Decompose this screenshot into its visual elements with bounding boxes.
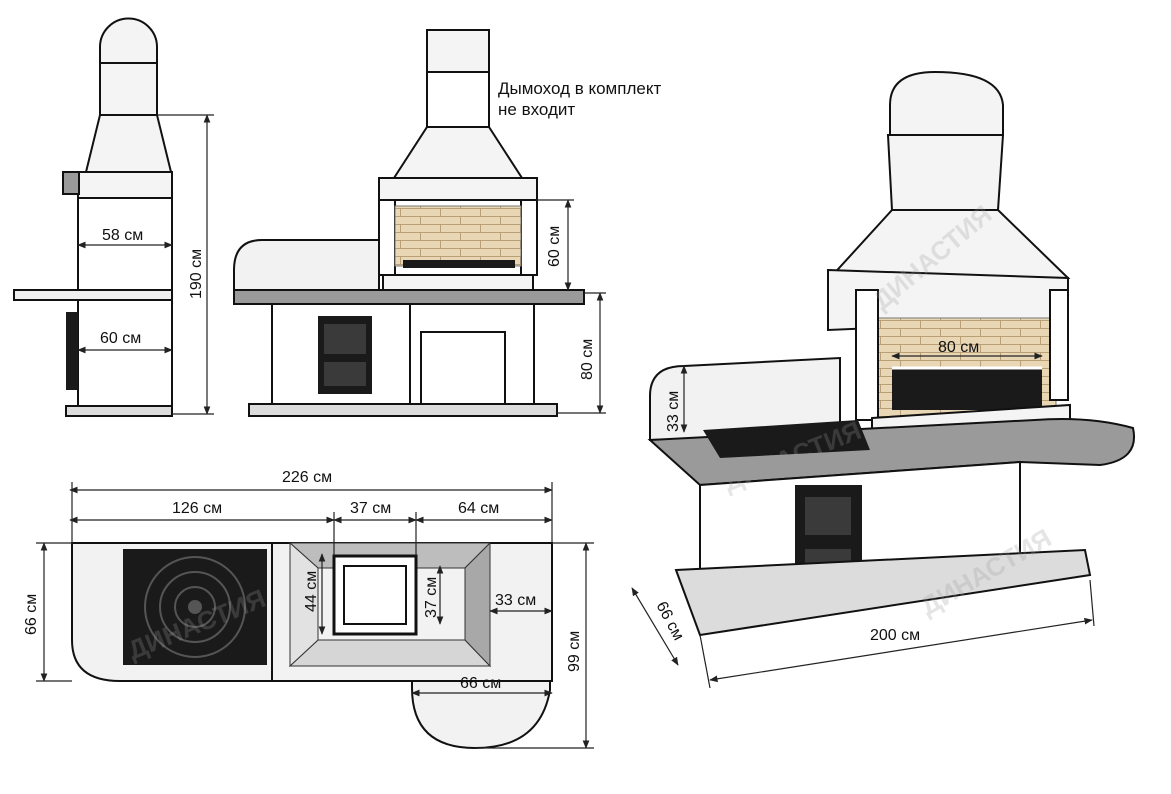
front-table-height-label: 80 см — [579, 339, 596, 380]
plan-inner-height-label: 44 см — [303, 571, 320, 612]
plan-right-offset-label: 33 см — [495, 592, 536, 609]
side-depth-lower-label: 60 см — [100, 330, 141, 347]
plan-length-total-label: 226 см — [282, 469, 332, 486]
plan-middle-section-label: 37 см — [350, 500, 391, 517]
iso-side-height-label: 33 см — [665, 391, 682, 432]
side-height-label: 190 см — [188, 249, 205, 299]
plan-round-table-label: 66 см — [460, 675, 501, 692]
plan-depth-left-label: 66 см — [23, 594, 40, 635]
iso-depth-label: 66 см — [652, 599, 686, 643]
plan-depth-total-label: 99 см — [566, 631, 583, 672]
chimney-note: Дымоход в комплект не входит — [498, 78, 661, 120]
side-depth-upper-label: 58 см — [102, 227, 143, 244]
plan-right-section-label: 64 см — [458, 500, 499, 517]
side-view: 58 см 60 см 190 см — [13, 17, 214, 417]
front-view: 60 см 80 см — [233, 29, 606, 417]
iso-length-label: 200 см — [870, 627, 920, 644]
front-firebox-height-label: 60 см — [546, 226, 563, 267]
chimney-note-line1: Дымоход в комплект — [498, 79, 662, 98]
plan-view: 226 см 126 см 37 см 64 см 66 см 44 см 37… — [23, 469, 594, 750]
chimney-note-line2: не входит — [498, 100, 576, 119]
iso-grill-width-label: 80 см — [938, 339, 979, 356]
plan-inner-width-label: 37 см — [423, 577, 440, 618]
iso-view: 80 см 33 см 66 см 200 см ДИНАСТИЯ ДИНАСТ… — [631, 70, 1135, 689]
plan-left-section-label: 126 см — [172, 500, 222, 517]
